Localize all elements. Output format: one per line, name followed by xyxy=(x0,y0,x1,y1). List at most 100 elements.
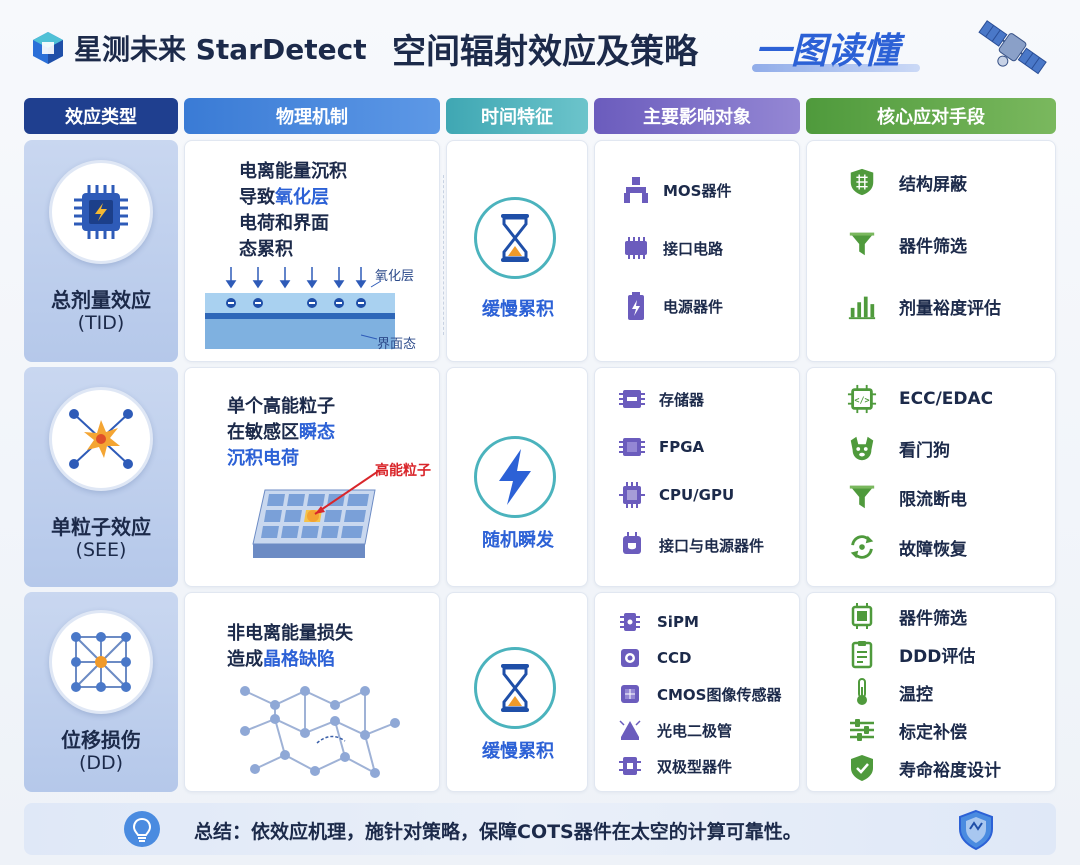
oxide-layer-illustration xyxy=(205,267,395,349)
row-dd-response-cell: 器件筛选 DDD评估 温控 标定补偿 寿命裕度设计 xyxy=(806,592,1056,792)
ccd-chip-icon xyxy=(621,649,639,667)
dd-target-photodiode: 光电二极管 xyxy=(615,715,732,745)
row-tid-response-cell: 结构屏蔽 器件筛选 剂量裕度评估 xyxy=(806,140,1056,362)
filter-funnel-icon xyxy=(849,232,875,256)
see-target-fpga-label: FPGA xyxy=(659,438,705,456)
tid-mech-line3: 电荷和界面 xyxy=(239,213,329,234)
lattice-icon xyxy=(71,632,131,692)
row-see-targets-cell: 存储器 FPGA CPU/GPU 接口与电源器件 xyxy=(594,367,800,587)
see-label-particle: 高能粒子 xyxy=(375,463,431,479)
see-time-circle xyxy=(474,436,556,518)
tid-target-interface: 接口电路 xyxy=(621,233,723,263)
dd-abbr: (DD) xyxy=(78,752,124,774)
see-time-label: 随机瞬发 xyxy=(482,530,554,551)
header: 星测未来 StarDetect 空间辐射效应及策略 一图读懂 xyxy=(0,0,1080,92)
dd-target-sipm: SiPM xyxy=(615,607,699,637)
see-mech-line2: 在敏感区瞬态 xyxy=(227,420,335,446)
row-tid-mechanism-cell: 电离能量沉积 导致氧化层 电荷和界面 态累积 氧化层 xyxy=(184,140,444,362)
see-icon-circle xyxy=(49,387,153,491)
dd-target-ccd-label: CCD xyxy=(657,649,692,667)
see-mech-line3: 沉积电荷 xyxy=(227,448,299,469)
tid-response-margin-label: 剂量裕度评估 xyxy=(899,298,1001,319)
row-tid-targets-cell: MOS器件 接口电路 电源器件 xyxy=(594,140,800,362)
row-see-type-cell: 单粒子效应 (SEE) xyxy=(24,367,178,587)
tid-mech-line4: 态累积 xyxy=(239,239,293,260)
tid-mech-line2-pre: 导致 xyxy=(239,187,275,208)
see-response-current-limit: 限流断电 xyxy=(847,482,967,512)
tid-response-shielding: 结构屏蔽 xyxy=(847,167,967,197)
tid-label-oxide: 氧化层 xyxy=(375,269,415,284)
tid-name: 总剂量效应 xyxy=(51,288,151,312)
shield-badge-icon xyxy=(959,809,993,851)
power-interface-icon xyxy=(623,532,641,554)
chip-bolt-icon xyxy=(74,185,128,239)
see-name: 单粒子效应 xyxy=(51,515,151,539)
dd-time-label: 缓慢累积 xyxy=(482,741,554,762)
tid-target-mos: MOS器件 xyxy=(621,175,731,205)
sipm-chip-icon xyxy=(620,613,640,631)
see-response-watchdog: 看门狗 xyxy=(847,433,950,463)
dd-target-ccd: CCD xyxy=(615,643,691,673)
dd-response-screening: 器件筛选 xyxy=(847,601,967,631)
summary-bar: 总结：依效应机理，施针对策略，保障COTS器件在太空的计算可靠性。 xyxy=(24,803,1056,855)
tid-response-shielding-label: 结构屏蔽 xyxy=(899,174,967,195)
cpu-chip-icon xyxy=(619,482,645,508)
see-mech-line2-highlight: 瞬态 xyxy=(299,422,335,443)
tid-target-power-label: 电源器件 xyxy=(663,297,724,316)
lattice-defect-illustration xyxy=(240,686,400,778)
chip-filter-icon xyxy=(851,603,873,629)
bipolar-chip-icon xyxy=(619,757,641,775)
tid-target-mos-label: MOS器件 xyxy=(663,181,732,200)
fpga-chip-icon xyxy=(619,438,645,456)
dd-response-ddd-label: DDD评估 xyxy=(899,646,976,667)
sliders-icon xyxy=(850,719,874,741)
bar-chart-icon xyxy=(848,296,876,320)
code-chip-icon: </> xyxy=(847,384,877,414)
particle-burst-icon xyxy=(69,409,133,469)
see-target-memory: 存储器 xyxy=(617,384,704,414)
filter-funnel-icon xyxy=(849,485,875,509)
dd-target-bipolar-label: 双极型器件 xyxy=(657,757,733,776)
see-target-cpu-label: CPU/GPU xyxy=(659,486,735,504)
dd-target-cmos: CMOS图像传感器 xyxy=(615,679,782,709)
satellite-icon xyxy=(978,20,1047,75)
tid-abbr: (TID) xyxy=(77,312,125,334)
row-see-response-cell: </> ECC/EDAC 看门狗 限流断电 故障恢复 xyxy=(806,367,1056,587)
dd-mech-line1: 非电离能量损失 xyxy=(227,623,353,644)
watchdog-icon xyxy=(850,436,874,461)
see-response-ecc: </> ECC/EDAC xyxy=(847,384,993,414)
dd-response-lifetime: 寿命裕度设计 xyxy=(847,753,1001,783)
row-see-mechanism-cell: 单个高能粒子 在敏感区瞬态 沉积电荷 高能粒子 xyxy=(184,367,440,587)
dd-target-photodiode-label: 光电二极管 xyxy=(657,721,733,740)
tid-target-interface-label: 接口电路 xyxy=(663,239,724,258)
dd-response-ddd: DDD评估 xyxy=(847,639,975,669)
row-dd-type-cell: 位移损伤 (DD) xyxy=(24,592,178,792)
see-response-ecc-label: ECC/EDAC xyxy=(899,389,994,409)
dd-icon-circle xyxy=(49,610,153,714)
dd-mech-line2-pre: 造成 xyxy=(227,649,263,670)
hourglass-icon xyxy=(501,214,529,262)
row-tid-type-cell: 总剂量效应 (TID) xyxy=(24,140,178,362)
mechanism-divider xyxy=(443,175,444,335)
see-response-current-limit-label: 限流断电 xyxy=(899,489,967,510)
tid-target-power: 电源器件 xyxy=(621,291,723,321)
dd-target-bipolar: 双极型器件 xyxy=(615,751,732,781)
see-mech-line1: 单个高能粒子 xyxy=(227,396,335,417)
row-dd-targets-cell: SiPM CCD CMOS图像传感器 光电二极管 双极型器件 xyxy=(594,592,800,792)
shield-check-icon xyxy=(851,755,873,781)
column-header-response: 核心应对手段 xyxy=(806,98,1056,134)
lightning-icon xyxy=(499,449,531,505)
tid-mech-line2: 导致氧化层 xyxy=(239,185,347,211)
dd-target-cmos-label: CMOS图像传感器 xyxy=(657,685,782,704)
lightbulb-icon xyxy=(124,811,160,847)
dd-response-screening-label: 器件筛选 xyxy=(899,608,967,629)
stardetect-logo-icon xyxy=(33,32,63,64)
see-abbr: (SEE) xyxy=(75,539,127,561)
tid-label-interface: 界面态 xyxy=(377,337,417,352)
column-header-time: 时间特征 xyxy=(446,98,588,134)
see-target-power-interface-label: 接口与电源器件 xyxy=(659,536,765,555)
dd-target-sipm-label: SiPM xyxy=(657,613,699,631)
column-header-mechanism: 物理机制 xyxy=(184,98,440,134)
dd-mech-line2: 造成晶格缺陷 xyxy=(227,647,353,673)
tid-response-margin: 剂量裕度评估 xyxy=(847,291,1001,321)
